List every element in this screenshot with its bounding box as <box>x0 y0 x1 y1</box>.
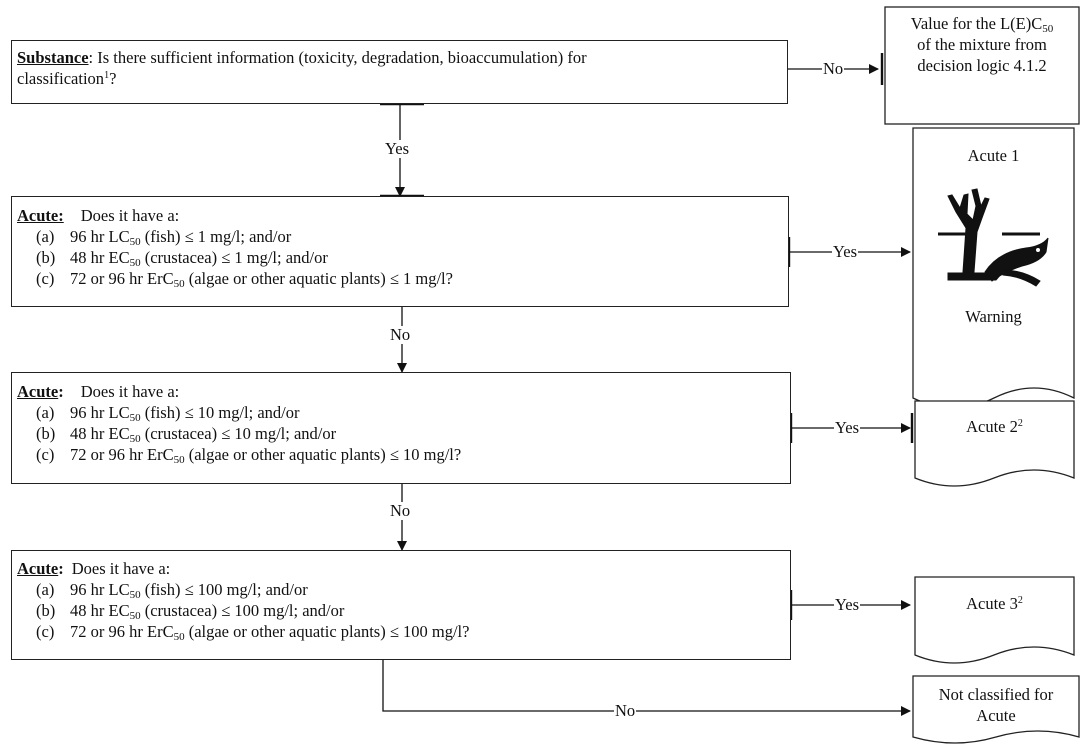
acute3-item-a-key: (a) <box>36 580 55 599</box>
acute1-item-b-text: 48 hr EC50 (crustacea) ≤ 1 mg/l; and/or <box>70 248 328 269</box>
environment-hazard-icon <box>938 188 1049 287</box>
substance-text-c: ? <box>109 69 117 88</box>
acute2-item-b-text: 48 hr EC50 (crustacea) ≤ 10 mg/l; and/or <box>70 424 337 445</box>
acute2-label: Acute <box>17 382 59 401</box>
label-yes-acute1: Yes <box>832 242 859 261</box>
substance-text-b: classification <box>17 69 105 88</box>
acute2-item-c-text: 72 or 96 hr ErC50 (algae or other aquati… <box>70 445 462 466</box>
substance-line-2: classification1? <box>17 68 782 89</box>
not-classified-outcome-text: Not classified for Acute <box>913 684 1079 726</box>
acute1-item-c-text: 72 or 96 hr ErC50 (algae or other aquati… <box>70 269 453 290</box>
acute3-outcome-text: Acute 32 <box>966 594 1023 613</box>
acute1-title: Acute 1 <box>967 146 1020 165</box>
lec50-line-2: of the mixture from <box>917 35 1047 54</box>
acute1-item-b-key: (b) <box>36 248 56 267</box>
acute2-item: (a) 96 hr LC50 (fish) ≤ 10 mg/l; and/or <box>17 402 785 424</box>
acute2-item: (b) 48 hr EC50 (crustacea) ≤ 10 mg/l; and… <box>17 423 785 445</box>
acute2-item-b-key: (b) <box>36 424 56 443</box>
acute1-item: (b) 48 hr EC50 (crustacea) ≤ 1 mg/l; and/… <box>17 247 783 269</box>
label-yes-substance: Yes <box>384 139 411 158</box>
label-yes-acute3: Yes <box>834 595 861 614</box>
acute3-item: (c) 72 or 96 hr ErC50 (algae or other aqu… <box>17 621 785 643</box>
acute1-label: Acute: <box>17 206 64 225</box>
acute3-item-a-text: 96 hr LC50 (fish) ≤ 100 mg/l; and/or <box>70 580 308 601</box>
acute1-item: (a) 96 hr LC50 (fish) ≤ 1 mg/l; and/or <box>17 226 783 248</box>
label-no-acute3: No <box>614 701 637 720</box>
acute3-label-colon: : <box>58 559 64 578</box>
acute3-header: Acute: Does it have a: <box>17 558 785 579</box>
substance-text-a: : Is there sufficient information (toxic… <box>88 48 587 67</box>
acute2-item: (c) 72 or 96 hr ErC50 (algae or other aqu… <box>17 444 785 466</box>
acute2-header: Acute: Does it have a: <box>17 381 785 402</box>
label-no-acute1: No <box>389 325 412 344</box>
acute3-question-box: Acute: Does it have a: (a) 96 hr LC50 (fis… <box>11 550 791 660</box>
acute2-intro: Does it have a: <box>80 382 180 401</box>
outcome-acute2-box <box>914 400 1075 487</box>
acute2-item-a-text: 96 hr LC50 (fish) ≤ 10 mg/l; and/or <box>70 403 300 424</box>
acute3-item-c-text: 72 or 96 hr ErC50 (algae or other aquati… <box>70 622 470 643</box>
outcome-not-classified-box <box>912 675 1080 744</box>
label-no-acute2: No <box>389 501 412 520</box>
label-yes-acute2: Yes <box>834 418 861 437</box>
acute1-question-box: Acute: Does it have a: (a) 96 hr LC50 (fis… <box>11 196 789 307</box>
acute2-item-c-key: (c) <box>36 445 55 464</box>
lec50-line-1: Value for the L(E)C50 <box>910 14 1054 35</box>
acute1-item-a-key: (a) <box>36 227 55 246</box>
lec50-result-text: Value for the L(E)C50 of the mixture fro… <box>885 13 1079 76</box>
acute1-item-c-key: (c) <box>36 269 55 288</box>
acute1-intro: Does it have a: <box>80 206 180 225</box>
acute3-item: (a) 96 hr LC50 (fish) ≤ 100 mg/l; and/or <box>17 579 785 601</box>
connector-acute3-no <box>382 660 911 716</box>
not-classified-line-2: Acute <box>976 706 1016 725</box>
acute2-outcome-text: Acute 22 <box>966 417 1023 436</box>
acute3-item: (b) 48 hr EC50 (crustacea) ≤ 100 mg/l; an… <box>17 600 785 622</box>
lec50-line-3: decision logic 4.1.2 <box>917 56 1047 75</box>
substance-label: Substance <box>17 48 89 67</box>
acute3-item-b-text: 48 hr EC50 (crustacea) ≤ 100 mg/l; and/o… <box>70 601 345 622</box>
acute2-label-colon: : <box>58 382 64 401</box>
substance-line-1: Substance: Is there sufficient informati… <box>17 47 782 68</box>
acute2-question-box: Acute: Does it have a: (a) 96 hr LC50 (fis… <box>11 372 791 484</box>
acute2-item-a-key: (a) <box>36 403 55 422</box>
acute3-item-b-key: (b) <box>36 601 56 620</box>
result-box-lec50 <box>884 6 1080 125</box>
acute3-intro: Does it have a: <box>71 559 171 578</box>
acute3-item-c-key: (c) <box>36 622 55 641</box>
label-no-substance: No <box>822 59 845 78</box>
acute1-header: Acute: Does it have a: <box>17 205 783 226</box>
acute1-item: (c) 72 or 96 hr ErC50 (algae or other aqu… <box>17 268 783 290</box>
acute1-item-a-text: 96 hr LC50 (fish) ≤ 1 mg/l; and/or <box>70 227 292 248</box>
acute3-label: Acute <box>17 559 59 578</box>
substance-footnote: 1 <box>104 70 110 81</box>
not-classified-line-1: Not classified for <box>938 685 1054 704</box>
outcome-acute3-box <box>914 576 1075 664</box>
acute1-signal-word: Warning <box>965 307 1022 326</box>
substance-question-box: Substance: Is there sufficient informati… <box>11 40 788 104</box>
